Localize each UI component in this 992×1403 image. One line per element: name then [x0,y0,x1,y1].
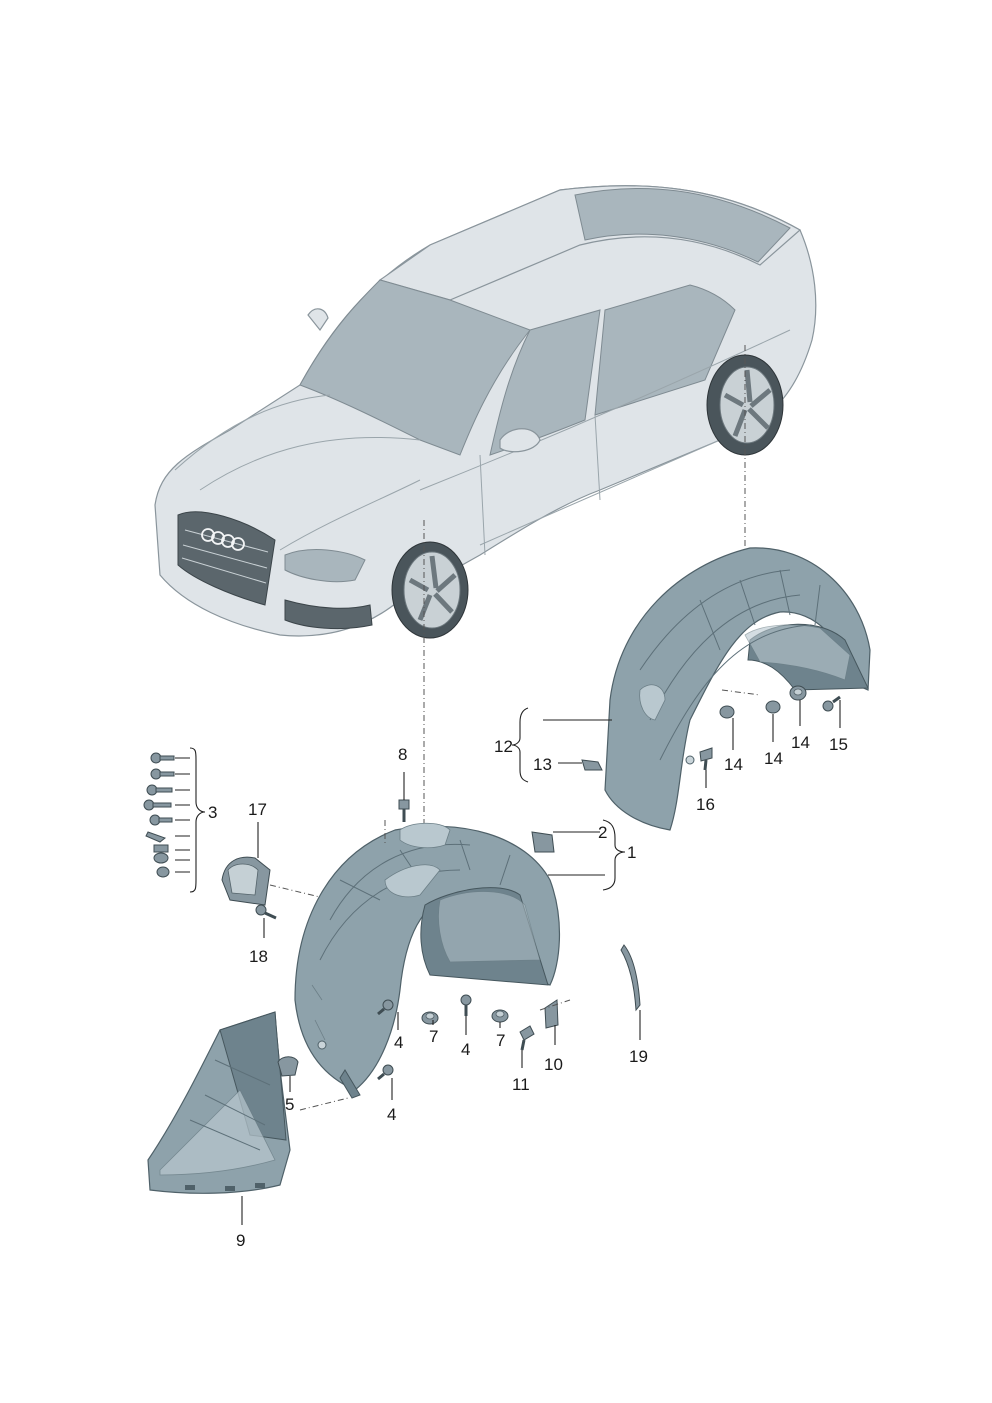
fastener-kit-3 [143,747,206,893]
front-wheel [391,541,469,639]
callout-labels: 1 2 3 4 4 4 5 7 7 8 9 10 11 12 13 14 14 … [208,733,848,1250]
callout-18: 18 [249,947,268,966]
callout-13: 13 [533,755,552,774]
audi-rings-logo [201,528,245,551]
callout-19: 19 [629,1047,648,1066]
screw-15 [822,695,841,712]
nut-7-a [421,1011,439,1025]
trim-strip-19 [620,944,641,1012]
front-wheel-housing-liner [294,822,561,1099]
bracket-17 [221,856,271,906]
callout-7-b: 7 [496,1031,505,1050]
nut-7-b [491,1009,509,1023]
screw-4-c [377,1064,394,1081]
clip-10 [544,999,559,1029]
callout-2: 2 [598,823,607,842]
rear-wheel-housing-liner [604,547,871,831]
callout-12: 12 [494,737,513,756]
callout-5: 5 [285,1095,294,1114]
clip-2 [531,831,555,853]
callout-17: 17 [248,800,267,819]
nut-13 [581,759,603,771]
rivet-16 [699,747,713,771]
callout-11: 11 [512,1075,530,1094]
leader-lines [241,689,841,1225]
callout-4-a: 4 [394,1033,403,1052]
screw-18 [255,904,277,920]
callout-14-a: 14 [724,755,743,774]
callout-14-c: 14 [791,733,810,752]
callout-1: 1 [627,843,636,862]
callout-15: 15 [829,735,848,754]
callout-4-b: 4 [461,1040,470,1059]
grommet-5 [277,1056,299,1077]
callout-14-b: 14 [764,749,783,768]
nut-14-c [789,685,807,701]
screw-4-a [377,999,394,1016]
car-illustration [154,185,817,639]
callout-3: 3 [208,803,217,822]
callout-16: 16 [696,795,715,814]
nut-14-b [765,700,781,714]
callout-7-a: 7 [429,1027,438,1046]
nut-14-a [719,705,735,719]
callout-4-c: 4 [387,1105,396,1124]
callout-9: 9 [236,1231,245,1250]
callout-10: 10 [544,1055,563,1074]
screw-4-b [460,994,472,1016]
rivet-11 [519,1025,535,1051]
front-lower-liner-section [147,1011,291,1194]
screw-8 [398,799,410,822]
callout-8: 8 [398,745,407,764]
rear-wheel [706,354,784,456]
